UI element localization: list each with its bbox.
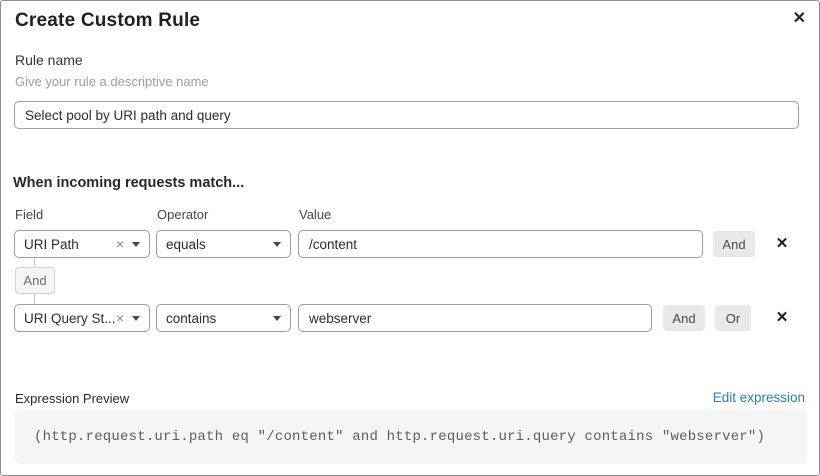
edit-expression-link[interactable]: Edit expression <box>712 390 805 405</box>
and-connector-badge: And <box>15 267 55 294</box>
expression-code: (http.request.uri.path eq "/content" and… <box>34 428 766 445</box>
field-dropdown-row-2[interactable]: URI Query St... × <box>14 304 150 332</box>
field-dropdown-value: URI Query St... <box>24 310 116 326</box>
clear-icon[interactable]: × <box>115 310 124 326</box>
operator-dropdown-value: contains <box>166 310 217 326</box>
operator-dropdown-row-2[interactable]: contains <box>156 304 291 332</box>
close-icon[interactable]: ✕ <box>792 10 806 27</box>
field-dropdown-value: URI Path <box>24 236 79 252</box>
value-input-row-2[interactable] <box>298 304 652 332</box>
and-button-row-1[interactable]: And <box>713 231 755 257</box>
and-button-row-2[interactable]: And <box>663 305 705 331</box>
clear-icon[interactable]: × <box>115 236 124 252</box>
rule-name-label: Rule name <box>15 52 83 68</box>
field-dropdown-row-1[interactable]: URI Path × <box>14 230 150 258</box>
chevron-down-icon <box>273 241 281 247</box>
value-input-row-1[interactable] <box>298 230 703 258</box>
or-button-row-2[interactable]: Or <box>715 305 751 331</box>
field-column-label: Field <box>15 207 44 222</box>
rule-name-hint: Give your rule a descriptive name <box>15 74 209 89</box>
chevron-down-icon <box>132 315 140 321</box>
rule-name-input[interactable] <box>14 101 799 129</box>
remove-row-icon[interactable]: ✕ <box>775 235 789 252</box>
match-heading: When incoming requests match... <box>13 175 245 191</box>
chevron-down-icon <box>273 315 281 321</box>
chevron-down-icon <box>132 241 140 247</box>
operator-dropdown-row-1[interactable]: equals <box>156 230 291 258</box>
expression-code-block: (http.request.uri.path eq "/content" and… <box>15 409 807 464</box>
remove-row-icon[interactable]: ✕ <box>775 309 789 326</box>
operator-dropdown-value: equals <box>166 236 206 252</box>
dialog-title: Create Custom Rule <box>15 10 201 31</box>
operator-column-label: Operator <box>157 207 209 222</box>
value-column-label: Value <box>299 207 332 222</box>
expression-preview-label: Expression Preview <box>15 391 130 406</box>
